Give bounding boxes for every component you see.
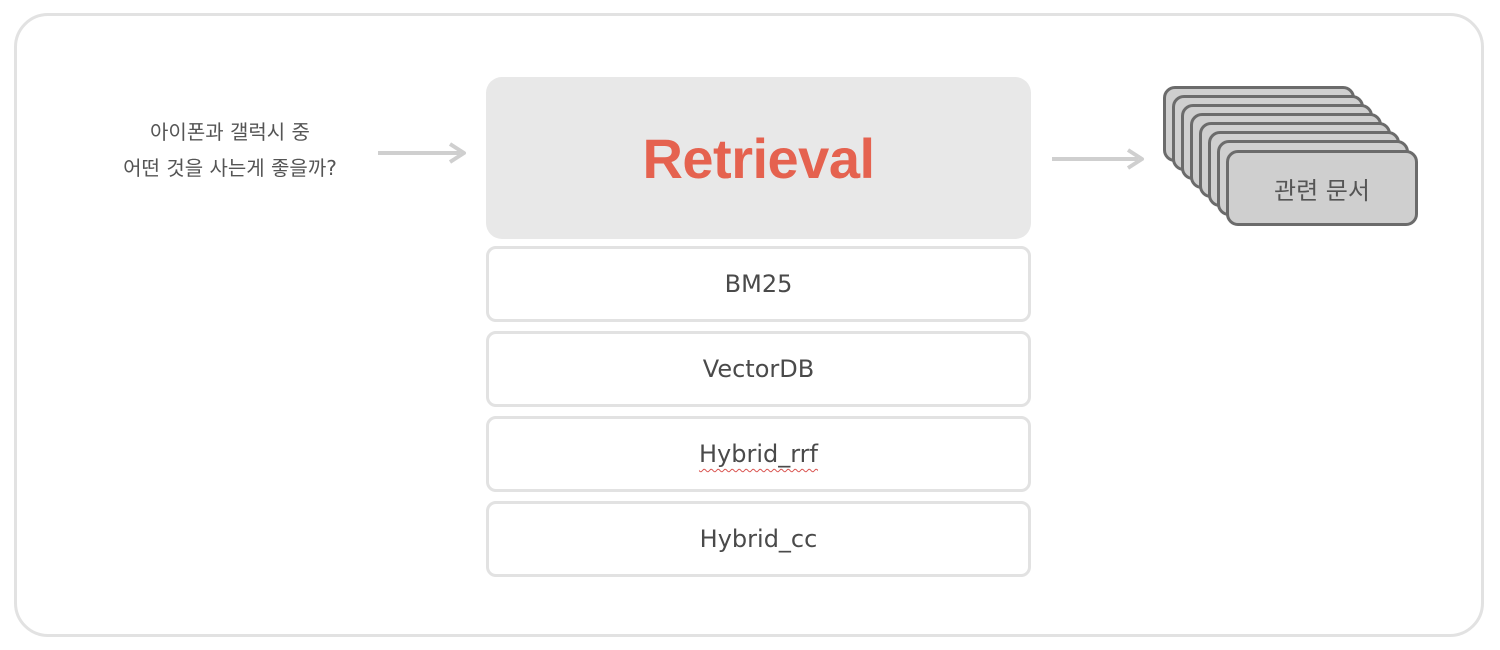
method-label: Hybrid_cc xyxy=(699,525,818,553)
output-label: 관련 문서 xyxy=(1274,176,1370,205)
retrieval-title: Retrieval xyxy=(642,126,875,190)
method-label: BM25 xyxy=(724,270,793,298)
method-vectordb: VectorDB xyxy=(486,331,1031,407)
method-label: Hybrid_rrf xyxy=(698,440,818,468)
query-line-1: 아이폰과 갤럭시 중 xyxy=(150,120,310,144)
document-card xyxy=(1226,150,1418,226)
query-line-2: 어떤 것을 사는게 좋을까? xyxy=(123,156,337,180)
method-hybrid-cc: Hybrid_cc xyxy=(486,501,1031,577)
retrieval-box: Retrieval xyxy=(486,77,1031,239)
method-label: VectorDB xyxy=(702,355,815,383)
method-hybrid-rrf: Hybrid_rrf xyxy=(486,416,1031,492)
arrow-right-icon xyxy=(378,142,466,164)
query-text: 아이폰과 갤럭시 중 어떤 것을 사는게 좋을까? xyxy=(80,114,380,186)
arrow-right-icon xyxy=(1052,148,1144,170)
method-bm25: BM25 xyxy=(486,246,1031,322)
